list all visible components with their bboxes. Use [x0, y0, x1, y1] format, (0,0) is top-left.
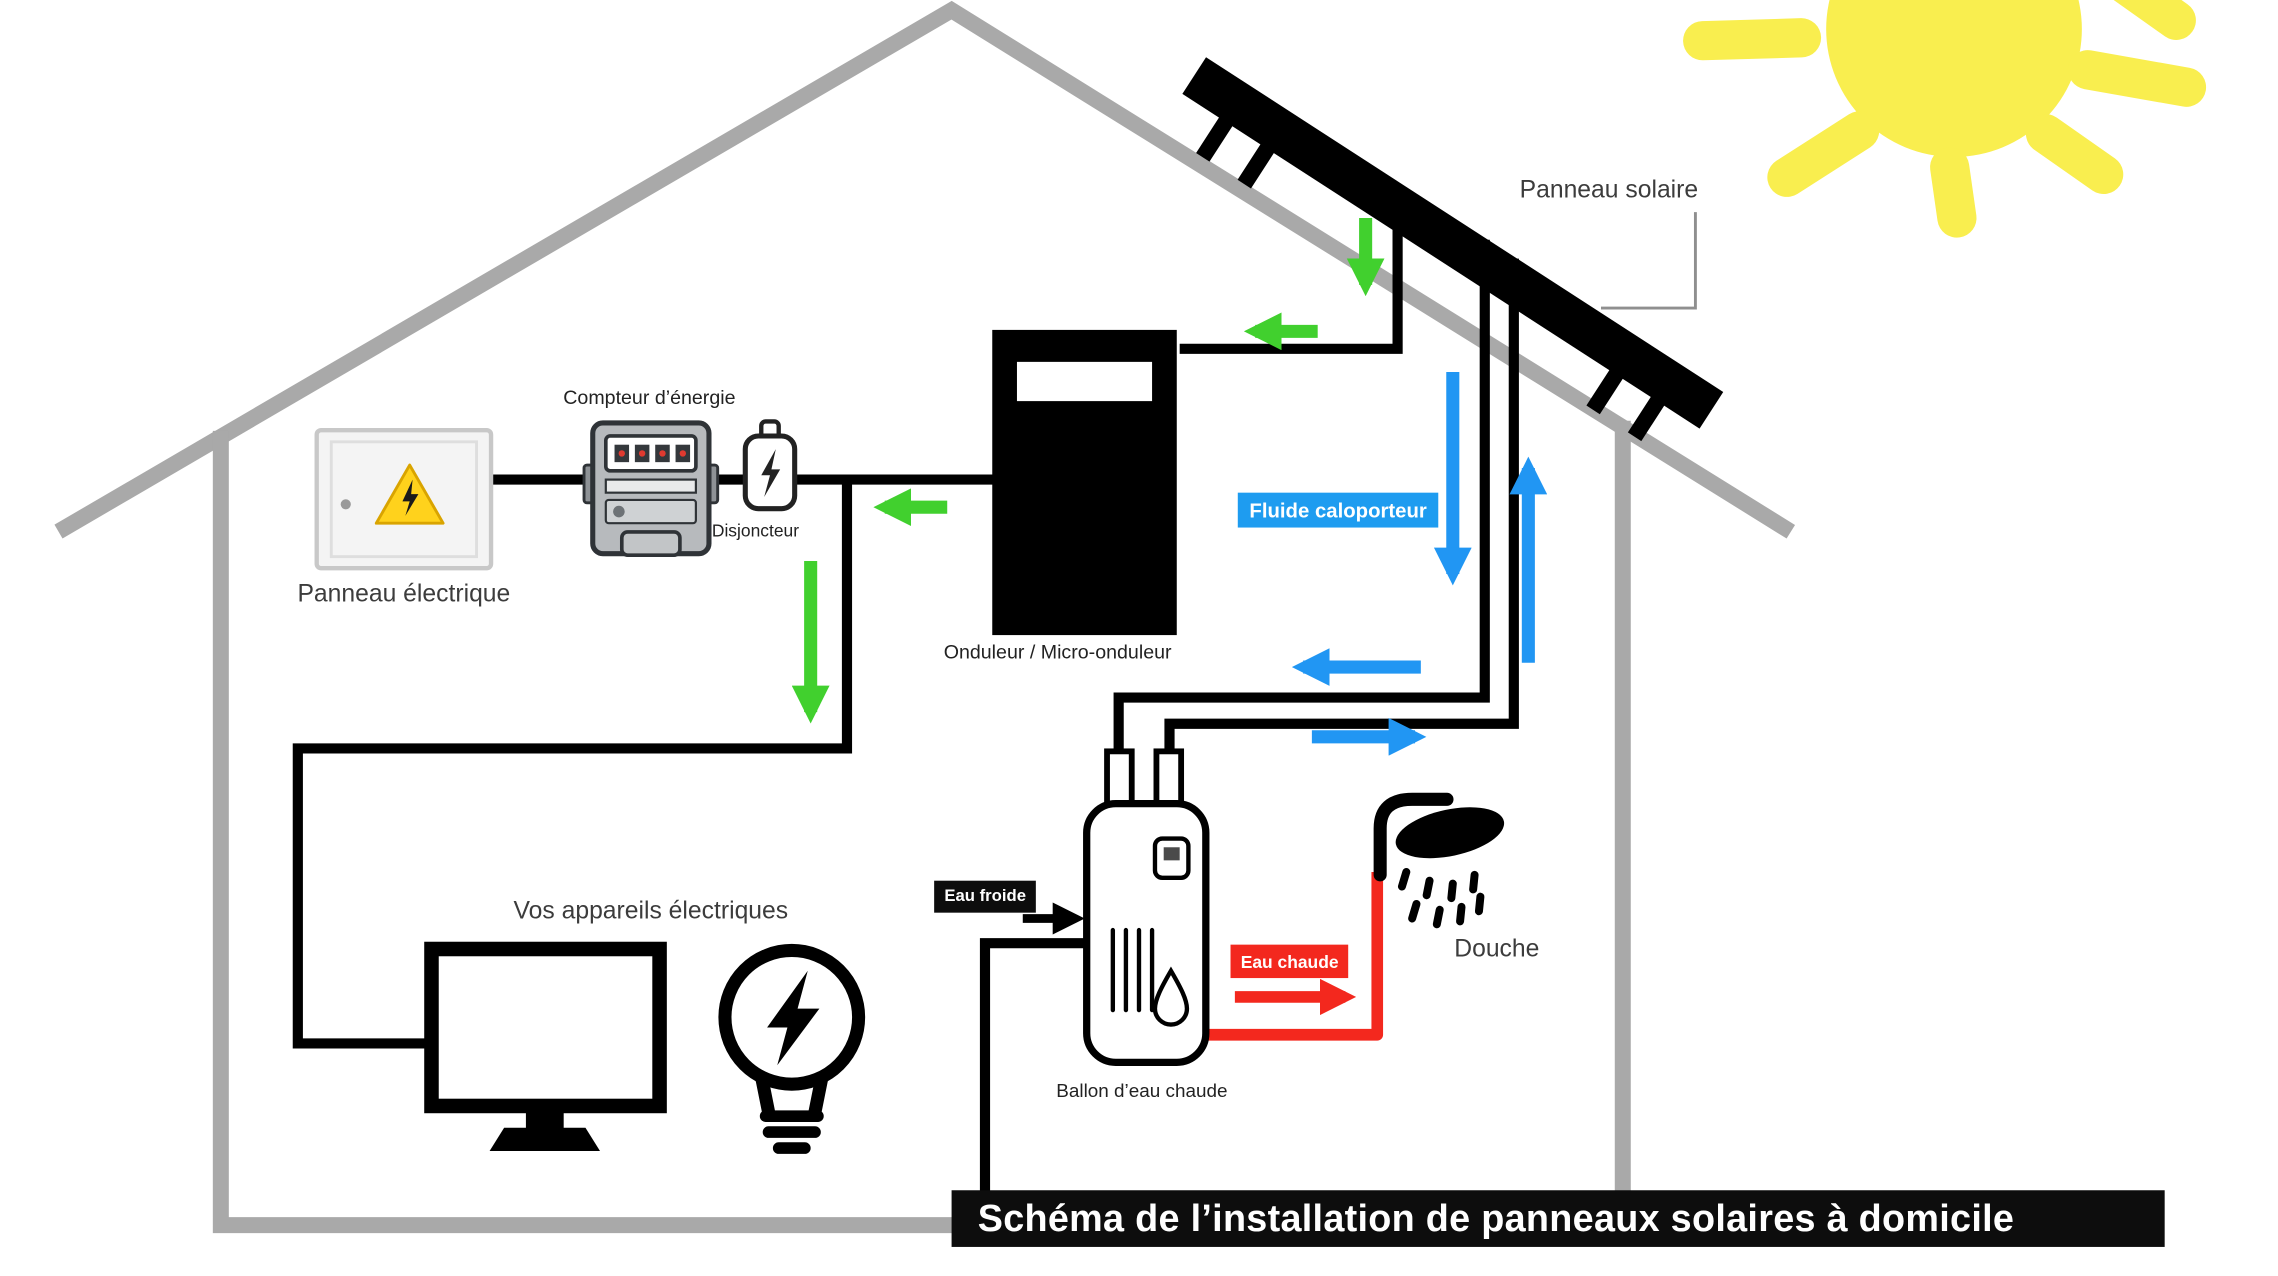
water-heater-icon — [1083, 748, 1210, 1066]
water-heater-label: Ballon d’eau chaude — [1056, 1079, 1228, 1102]
shower-label: Douche — [1454, 934, 1540, 963]
sun-icon — [1683, 0, 2207, 238]
inverter-label: Onduleur / Micro-onduleur — [943, 640, 1172, 663]
electrical-panel-icon — [314, 427, 494, 571]
energy-meter-icon — [582, 420, 720, 557]
circuit-breaker-label: Disjoncteur — [711, 520, 800, 541]
circuit-breaker-icon — [742, 419, 798, 512]
diagram-title: Schéma de l’installation de panneaux sol… — [951, 1190, 2165, 1247]
hot-water-badge: Eau chaude — [1230, 944, 1349, 979]
solar-panel-label: Panneau solaire — [1519, 175, 1699, 204]
electricity-flow-arrows — [791, 217, 1385, 724]
house-outline — [54, 0, 1796, 1234]
energy-meter-label: Compteur d’énergie — [563, 386, 736, 409]
heat-transfer-fluid-badge: Fluide caloporteur — [1237, 492, 1439, 528]
fluid-flow-arrows — [1291, 372, 1548, 756]
monitor-icon — [424, 941, 667, 1152]
panel-label-pointer — [1600, 212, 1697, 310]
electrical-panel-label: Panneau électrique — [297, 579, 511, 608]
shower-icon — [1373, 792, 1505, 929]
cold-water-badge: Eau froide — [934, 880, 1037, 913]
appliances-label: Vos appareils électriques — [513, 896, 789, 925]
cold-water-pipe — [979, 938, 1084, 1226]
hot-water-pipe — [1202, 871, 1384, 1041]
inverter-icon — [992, 329, 1177, 636]
solar-panel-icon — [1182, 57, 1724, 442]
electric-wiring — [292, 206, 1403, 1049]
light-bulb-icon — [718, 943, 866, 1154]
shower-drops-icon — [1397, 867, 1485, 929]
